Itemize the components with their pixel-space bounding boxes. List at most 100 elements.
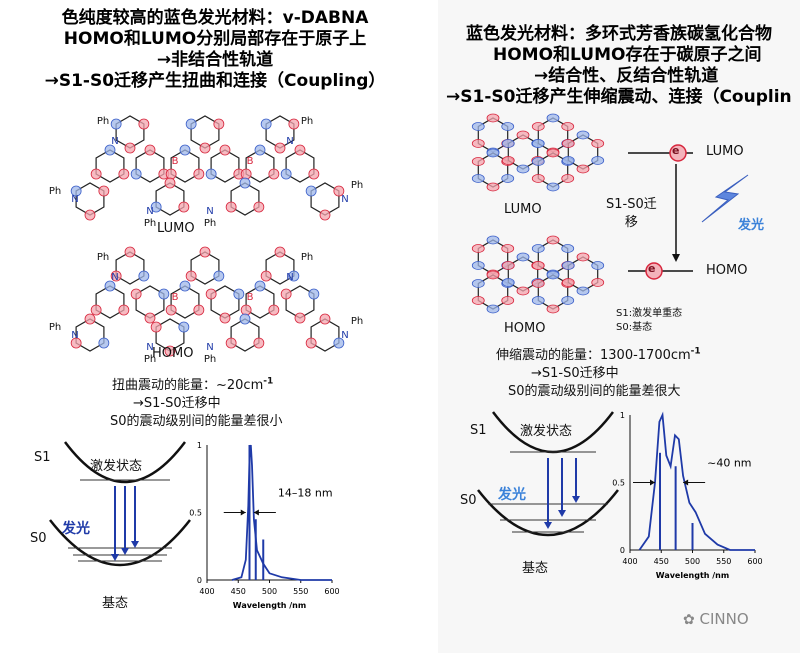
- boron-atom-2: B: [247, 156, 254, 167]
- pah-lobe-4-2: [531, 296, 545, 305]
- orbital-lobe-2-2: [90, 168, 102, 180]
- emission-arrowhead-3: [131, 541, 139, 548]
- pah-lobe-0-3: [471, 244, 485, 253]
- ring-6: [265, 251, 295, 285]
- x-axis-label: Wavelength /nm: [656, 571, 729, 580]
- orbital-lobe-1-3: [130, 288, 142, 300]
- orbital-lobe-1-1: [144, 312, 156, 324]
- pah-lobe-4-3: [531, 157, 545, 166]
- ring-4: [210, 149, 240, 183]
- orbital-lobe-10-1: [164, 345, 176, 357]
- orbital-lobe-11-0: [253, 337, 265, 349]
- pah-homo-orbital: [471, 235, 605, 314]
- orbital-lobe-5-4: [179, 280, 191, 292]
- pah-lobe-0-4: [486, 113, 500, 123]
- ring-10: [155, 182, 185, 216]
- nitrogen-atom-2: N: [286, 272, 293, 283]
- orbital-lobe-9-1: [84, 209, 96, 221]
- watermark: ✿ CINNO: [683, 610, 749, 628]
- orbital-lobe-2-0: [118, 304, 130, 316]
- right-energy-diagram: [477, 411, 619, 537]
- orbital-lobe-5-2: [165, 304, 177, 316]
- orbital-lobe-0-4: [124, 246, 136, 258]
- left-title-line-2: HOMO和LUMO分别局部存在于原子上: [63, 29, 367, 49]
- orbital-lobe-3-5: [213, 118, 225, 130]
- right-ground-label: 基态: [522, 561, 549, 576]
- pah-lobe-5-5: [591, 261, 605, 270]
- phenyl-label-4: Ph: [351, 180, 363, 191]
- phenyl-label-1: Ph: [97, 116, 109, 127]
- pah-lobe-1-4: [486, 148, 500, 158]
- nitrogen-atom-1: N: [111, 272, 118, 283]
- right-title-line-2: HOMO和LUMO存在于碳原子之间: [493, 45, 762, 65]
- orbital-lobe-7-0: [308, 168, 320, 180]
- orbital-lobe-12-3: [305, 185, 317, 197]
- pah-lobe-2-4: [516, 130, 530, 140]
- nitrogen-atom-5: N: [71, 330, 78, 341]
- pah-lobe-0-5: [501, 122, 515, 131]
- lumo-electron-label: e: [672, 144, 680, 157]
- pah-lobe-4-1: [546, 182, 560, 192]
- orbital-lobe-6-5: [288, 118, 300, 130]
- pah-lobe-5-1: [576, 286, 590, 296]
- orbital-lobe-12-0: [333, 337, 345, 349]
- pah-lumo-label: LUMO: [504, 202, 542, 217]
- level-lumo-label: LUMO: [706, 144, 744, 159]
- orbital-lobe-10-5: [178, 321, 190, 333]
- orbital-lobe-0-2: [110, 270, 122, 282]
- x-tick-label-400: 400: [622, 557, 637, 566]
- pah-lobe-2-3: [501, 139, 515, 148]
- phenyl-label-6: Ph: [204, 218, 216, 229]
- pah-lobe-5-4: [576, 252, 590, 262]
- ring-5: [170, 149, 200, 183]
- right-emission-arrowhead-1: [544, 522, 552, 529]
- ring-11: [230, 182, 260, 216]
- orbital-lobe-7-1: [294, 312, 306, 324]
- pah-lobe-0-2: [471, 261, 485, 270]
- right-title: 蓝色发光材料：多环式芳香族碳氢化合物 HOMO和LUMO存在于碳原子之间 →结合…: [446, 24, 792, 108]
- left-ground-label: 基态: [102, 596, 129, 611]
- phenyl-label-3: Ph: [49, 186, 61, 197]
- orbital-lobe-11-2: [225, 201, 237, 213]
- orbital-lobe-2-4: [104, 144, 116, 156]
- right-emission-label-2: 发光: [498, 487, 526, 503]
- y-tick-label-1: 0.5: [189, 509, 202, 518]
- pah-lobe-2-3: [501, 261, 515, 270]
- orbital-lobe-6-4: [274, 246, 286, 258]
- orbital-lobe-8-2: [240, 168, 252, 180]
- transition-label: S1-S0迁 移: [606, 197, 657, 230]
- pah-lobe-4-4: [546, 148, 560, 158]
- x-tick-label-600: 600: [747, 557, 762, 566]
- left-s1-label: S1: [34, 450, 51, 465]
- pah-lobe-1-4: [486, 270, 500, 280]
- nitrogen-atom-6: N: [341, 330, 348, 341]
- pah-lobe-5-0: [591, 156, 605, 165]
- twist-energy-text: 扭曲震动的能量：~20cm-1: [112, 374, 273, 393]
- legend-s1: S1:激发单重态: [616, 308, 683, 319]
- pah-lobe-1-3: [471, 279, 485, 288]
- right-line-2: →S1-S0迁移中: [531, 366, 619, 381]
- orbital-lobe-9-0: [98, 337, 110, 349]
- orbital-lobe-0-1: [124, 142, 136, 154]
- fwhm-arrowhead-left: [240, 509, 246, 516]
- right-title-line-1: 蓝色发光材料：多环式芳香族碳氢化合物: [466, 24, 772, 44]
- pah-lobe-3-2: [531, 139, 545, 148]
- emission-spectrum-line: [638, 411, 755, 551]
- left-s0-label: S0: [30, 531, 47, 546]
- pah-lobe-5-0: [591, 278, 605, 287]
- x-axis-label: Wavelength /nm: [233, 601, 306, 610]
- homo-electron-label: e: [648, 262, 656, 275]
- orbital-lobe-1-5: [158, 288, 170, 300]
- x-tick-label-500: 500: [262, 587, 277, 596]
- nitrogen-atom-4: N: [206, 206, 213, 217]
- orbital-lobe-3-4: [199, 246, 211, 258]
- transition-arrowhead: [672, 254, 680, 262]
- nitrogen-atom-3: N: [146, 342, 153, 353]
- pah-lobe-5-4: [576, 130, 590, 140]
- pah-lobe-0-4: [486, 235, 500, 245]
- s1-potential-curve: [64, 441, 186, 484]
- pah-lobe-5-2: [561, 278, 575, 287]
- orbital-lobe-8-4: [254, 280, 266, 292]
